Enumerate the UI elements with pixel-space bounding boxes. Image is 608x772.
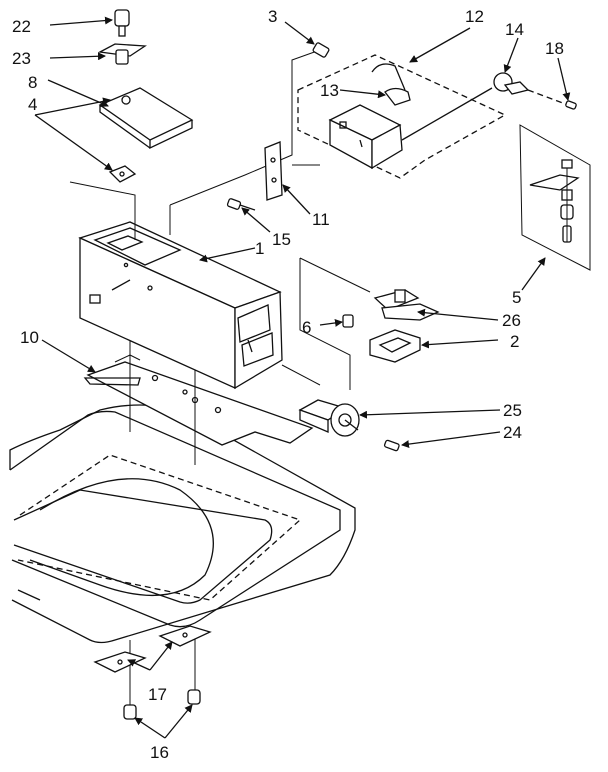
- mounting-screws: [123, 689, 201, 720]
- panel-screw: [342, 314, 354, 328]
- callout-24: 24: [503, 423, 522, 442]
- mounting-brackets: [93, 625, 212, 673]
- callout-10: 10: [20, 328, 39, 347]
- callout-1: 1: [255, 239, 264, 258]
- callout-5: 5: [512, 288, 521, 307]
- control-panel-base: [83, 361, 314, 446]
- switch-mount: [493, 72, 577, 110]
- callout-15: 15: [272, 230, 291, 249]
- actuator-assembly: [519, 124, 591, 271]
- cover-plate: [98, 87, 194, 150]
- part-number-labels: 22 23 8 4 3 12 14 18 13 1 11 15 5 6 26 2…: [12, 7, 564, 762]
- callout-6: 6: [302, 318, 311, 337]
- callout-22: 22: [12, 17, 31, 36]
- callout-2: 2: [510, 332, 519, 351]
- callout-18: 18: [545, 39, 564, 58]
- washer-top-frame: [9, 404, 356, 644]
- cam-cup: [369, 329, 421, 363]
- callout-25: 25: [503, 401, 522, 420]
- callout-16: 16: [150, 743, 169, 762]
- switch-bracket: [264, 141, 283, 201]
- timer-motor: [298, 399, 360, 437]
- bracket-screw: [226, 198, 256, 211]
- callout-12: 12: [465, 7, 484, 26]
- leader-arrows: [34, 16, 571, 739]
- console-housing: [78, 221, 283, 390]
- callout-17: 17: [148, 685, 167, 704]
- small-bracket: [108, 165, 137, 183]
- callout-23: 23: [12, 49, 31, 68]
- callout-26: 26: [502, 311, 521, 330]
- lid-switch-assembly: [297, 54, 507, 179]
- callout-4: 4: [28, 95, 37, 114]
- callout-13: 13: [320, 81, 339, 100]
- callout-3: 3: [268, 7, 277, 26]
- callout-14: 14: [505, 20, 524, 39]
- lid-lock-key: [97, 9, 147, 65]
- motor-screw: [383, 439, 400, 452]
- cam-follower: [299, 257, 440, 390]
- callout-8: 8: [28, 73, 37, 92]
- callout-11: 11: [312, 210, 330, 229]
- screw: [312, 42, 330, 58]
